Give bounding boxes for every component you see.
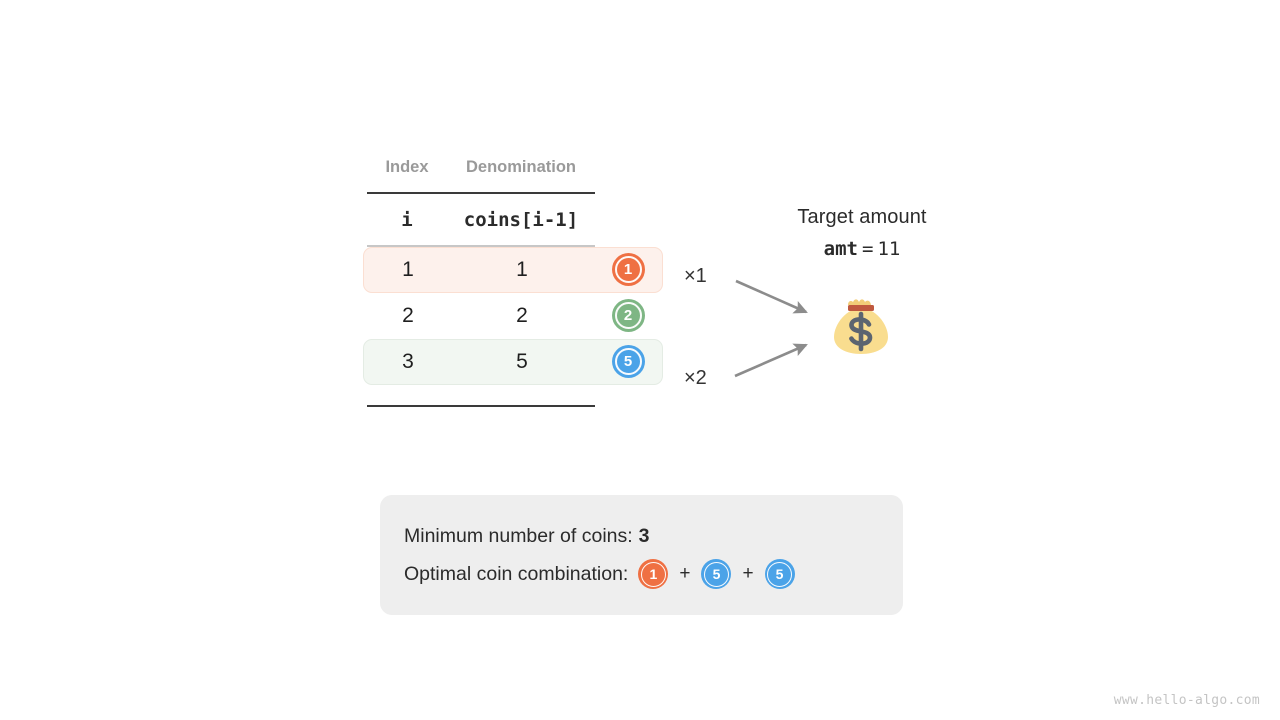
summary-box: Minimum number of coins: 3 Optimal coin … bbox=[380, 495, 903, 615]
coin-denomination-table: Index Denomination i coins[i-1] 1 1 1 2 … bbox=[363, 158, 663, 385]
coin-label: 5 bbox=[712, 566, 721, 582]
money-bag-icon bbox=[834, 299, 888, 354]
table-subheader-row: i coins[i-1] bbox=[367, 194, 595, 245]
table-subheader-rule bbox=[367, 245, 595, 247]
table-header-row: Index Denomination bbox=[367, 158, 595, 192]
coin-token-icon: 1 bbox=[638, 559, 669, 589]
coin-token-icon: 1 bbox=[611, 253, 645, 286]
cell-index: 3 bbox=[402, 349, 414, 373]
header-denomination: Denomination bbox=[466, 158, 576, 176]
coin-token-icon: 5 bbox=[611, 345, 645, 378]
cell-index: 2 bbox=[402, 303, 414, 327]
target-amount-expression: amt=11 bbox=[762, 238, 962, 260]
table-top-rule bbox=[367, 192, 595, 194]
cell-coin: 1 bbox=[596, 253, 660, 286]
combination-label: Optimal coin combination: bbox=[404, 562, 629, 585]
cell-coin: 2 bbox=[596, 299, 660, 332]
target-amount-block: Target amount amt=11 bbox=[762, 206, 962, 260]
summary-min-coins-line: Minimum number of coins: 3 bbox=[404, 517, 879, 555]
table-row: 2 2 2 bbox=[363, 293, 663, 339]
coin-label: 2 bbox=[623, 307, 633, 324]
table-row: 1 1 1 bbox=[363, 246, 663, 293]
table-bottom-rule bbox=[367, 405, 595, 407]
cell-index: 1 bbox=[402, 257, 414, 281]
summary-combination-line: Optimal coin combination: 1 + 5 + 5 bbox=[404, 555, 879, 593]
plus-symbol: + bbox=[742, 563, 754, 584]
subheader-denomination: coins[i-1] bbox=[463, 208, 579, 231]
target-value: 11 bbox=[877, 238, 901, 260]
arrow-coin5-to-bag bbox=[734, 343, 808, 378]
min-coins-label: Minimum number of coins: bbox=[404, 524, 633, 547]
cell-coin: 5 bbox=[596, 345, 660, 378]
subheader-index: i bbox=[401, 208, 413, 231]
target-variable-name: amt bbox=[823, 238, 858, 260]
cell-denomination: 1 bbox=[516, 257, 528, 281]
equals-sign: = bbox=[861, 238, 874, 260]
coin-label: 1 bbox=[623, 261, 633, 278]
coin-label: 5 bbox=[623, 353, 633, 370]
coin-label: 5 bbox=[775, 566, 784, 582]
multiplier-row-1: ×1 bbox=[684, 265, 707, 287]
plus-symbol: + bbox=[679, 563, 691, 584]
combination-coins: 1 + 5 + 5 bbox=[628, 559, 795, 589]
table-row: 3 5 5 bbox=[363, 338, 663, 385]
cell-denomination: 5 bbox=[516, 349, 528, 373]
min-coins-value: 3 bbox=[638, 524, 650, 547]
coin-token-icon: 2 bbox=[611, 299, 645, 332]
coin-token-icon: 5 bbox=[701, 559, 732, 589]
coin-token-icon: 5 bbox=[764, 559, 795, 589]
cell-denomination: 2 bbox=[516, 303, 528, 327]
coin-label: 1 bbox=[649, 566, 658, 582]
header-index: Index bbox=[385, 158, 429, 176]
target-amount-title: Target amount bbox=[797, 206, 927, 228]
arrow-coin1-to-bag bbox=[735, 279, 808, 314]
watermark: www.hello-algo.com bbox=[1113, 693, 1260, 708]
multiplier-row-3: ×2 bbox=[684, 367, 707, 389]
